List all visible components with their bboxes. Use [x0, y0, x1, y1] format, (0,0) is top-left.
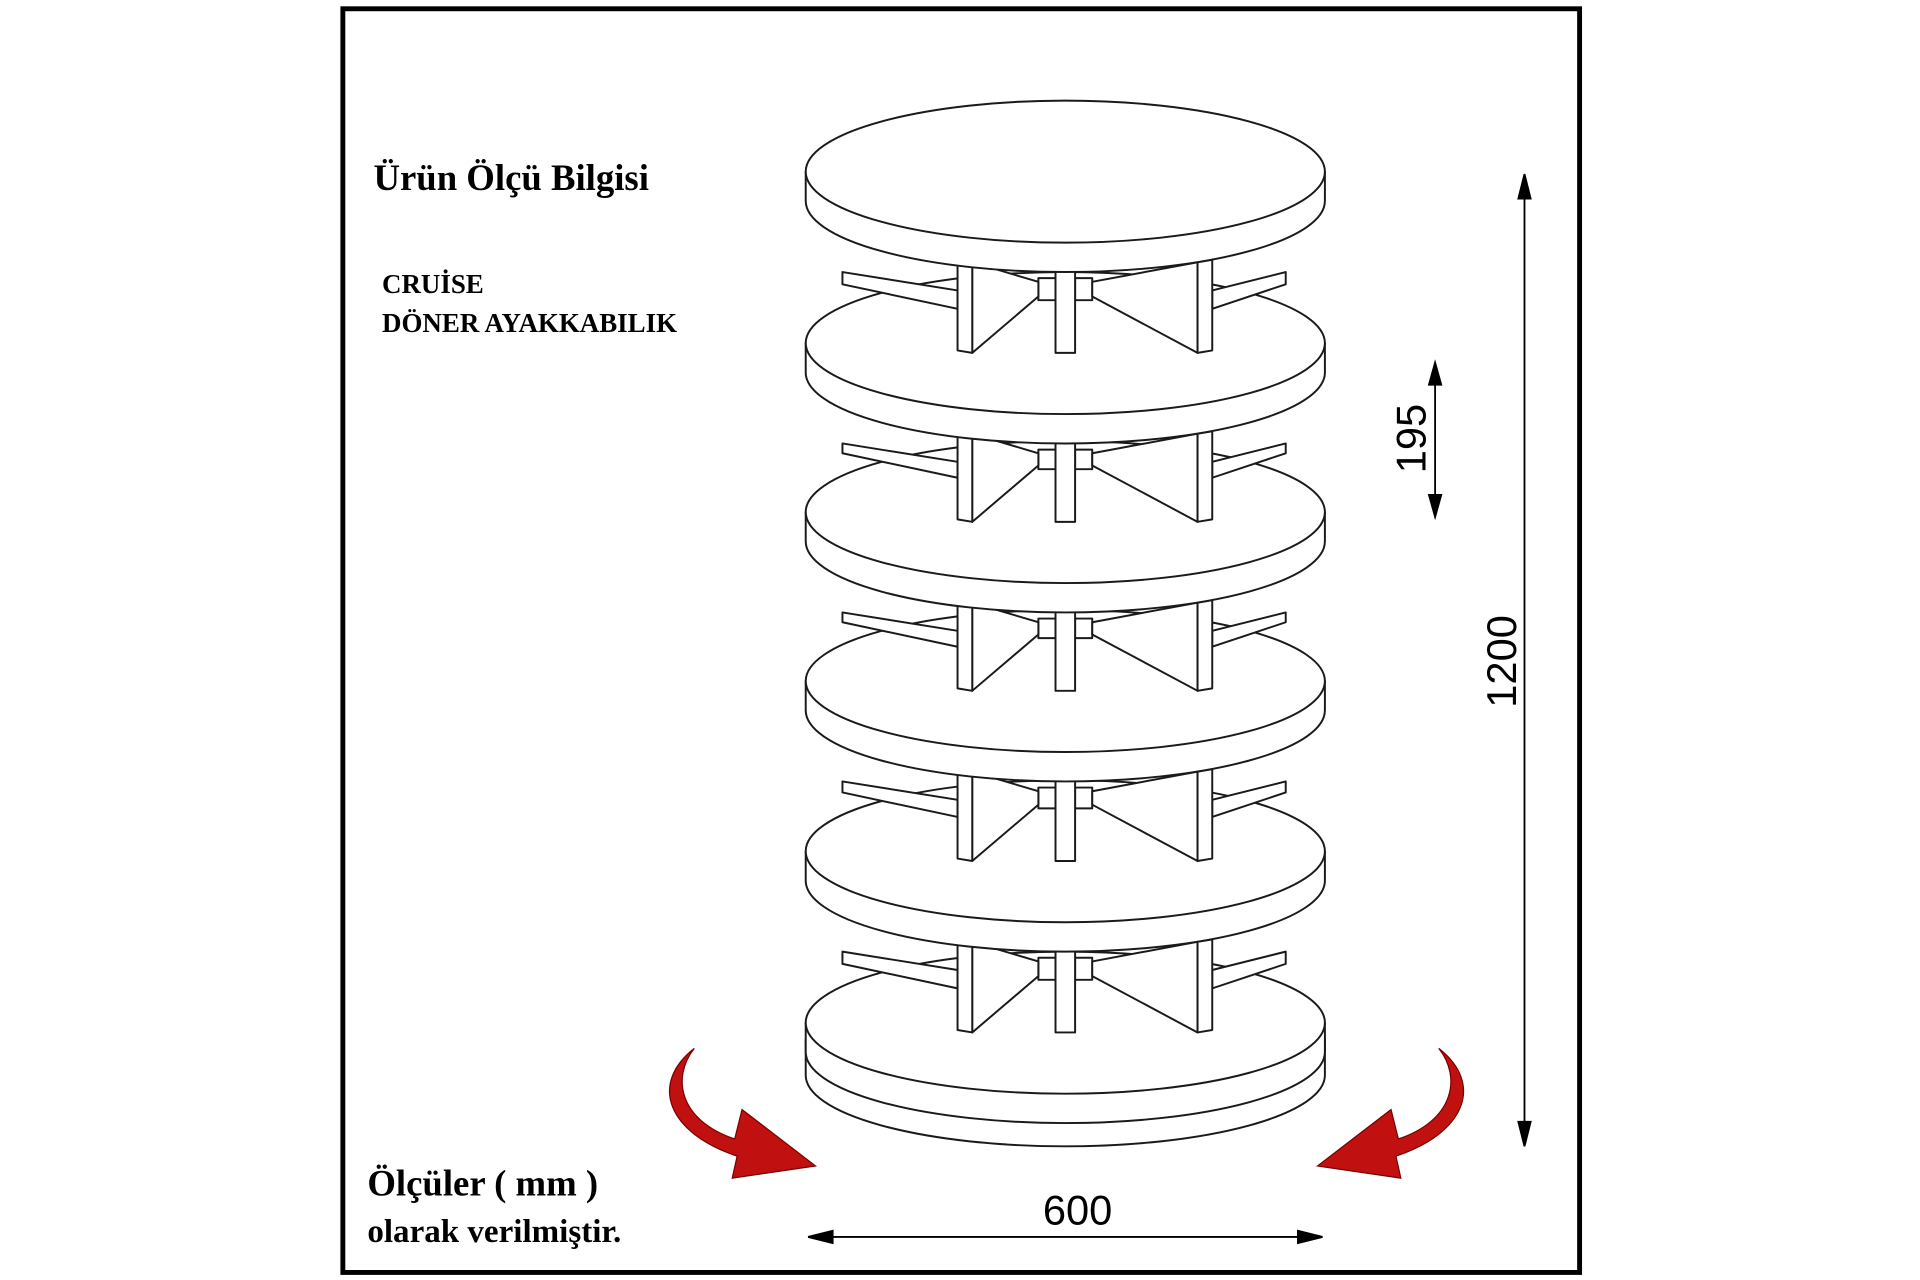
inner-panel	[1074, 956, 1094, 981]
page-title: Ürün Ölçü Bilgisi	[373, 157, 648, 198]
rotating-shoe-rack-drawing	[804, 99, 1326, 1148]
divider-edge	[1196, 258, 1214, 354]
inner-panel	[1037, 277, 1057, 302]
center-post	[1054, 268, 1077, 354]
rotation-arrow-left-icon	[668, 1047, 818, 1179]
inner-panel	[1037, 617, 1057, 640]
inner-panel	[1074, 448, 1094, 471]
product-name-line1: CRUİSE	[382, 269, 484, 299]
inner-panel	[1037, 956, 1057, 981]
units-note-line2: olarak verilmiştir.	[367, 1214, 621, 1250]
divider-edge	[956, 938, 974, 1034]
center-post	[1054, 609, 1077, 692]
inner-panel	[1037, 448, 1057, 471]
divider-edge	[1196, 938, 1214, 1034]
dimension-lines	[807, 173, 1532, 1245]
height-total-label: 1200	[1478, 615, 1525, 708]
inner-panel	[1037, 786, 1057, 810]
center-post	[1054, 778, 1077, 862]
frame-border	[340, 6, 1583, 1275]
divider-edge	[956, 430, 974, 523]
divider-edge	[1196, 430, 1214, 523]
shelf-disc	[804, 99, 1326, 244]
divider-edge	[1196, 599, 1214, 692]
divider-edge	[956, 258, 974, 354]
inner-panel	[1074, 277, 1094, 302]
divider-edge	[1196, 768, 1214, 862]
rotation-arrow-right-icon	[1316, 1047, 1465, 1179]
inner-panel	[1074, 786, 1094, 810]
shelf-height-label: 195	[1387, 404, 1434, 473]
inner-panel	[1074, 617, 1094, 640]
product-name-line2: DÖNER AYAKKABILIK	[382, 308, 677, 338]
divider-edge	[956, 768, 974, 862]
diameter-label: 600	[1043, 1187, 1112, 1234]
center-post	[1054, 440, 1077, 523]
units-note-line1: Ölçüler ( mm )	[367, 1162, 598, 1203]
divider-edge	[956, 599, 974, 692]
center-post	[1054, 948, 1077, 1034]
